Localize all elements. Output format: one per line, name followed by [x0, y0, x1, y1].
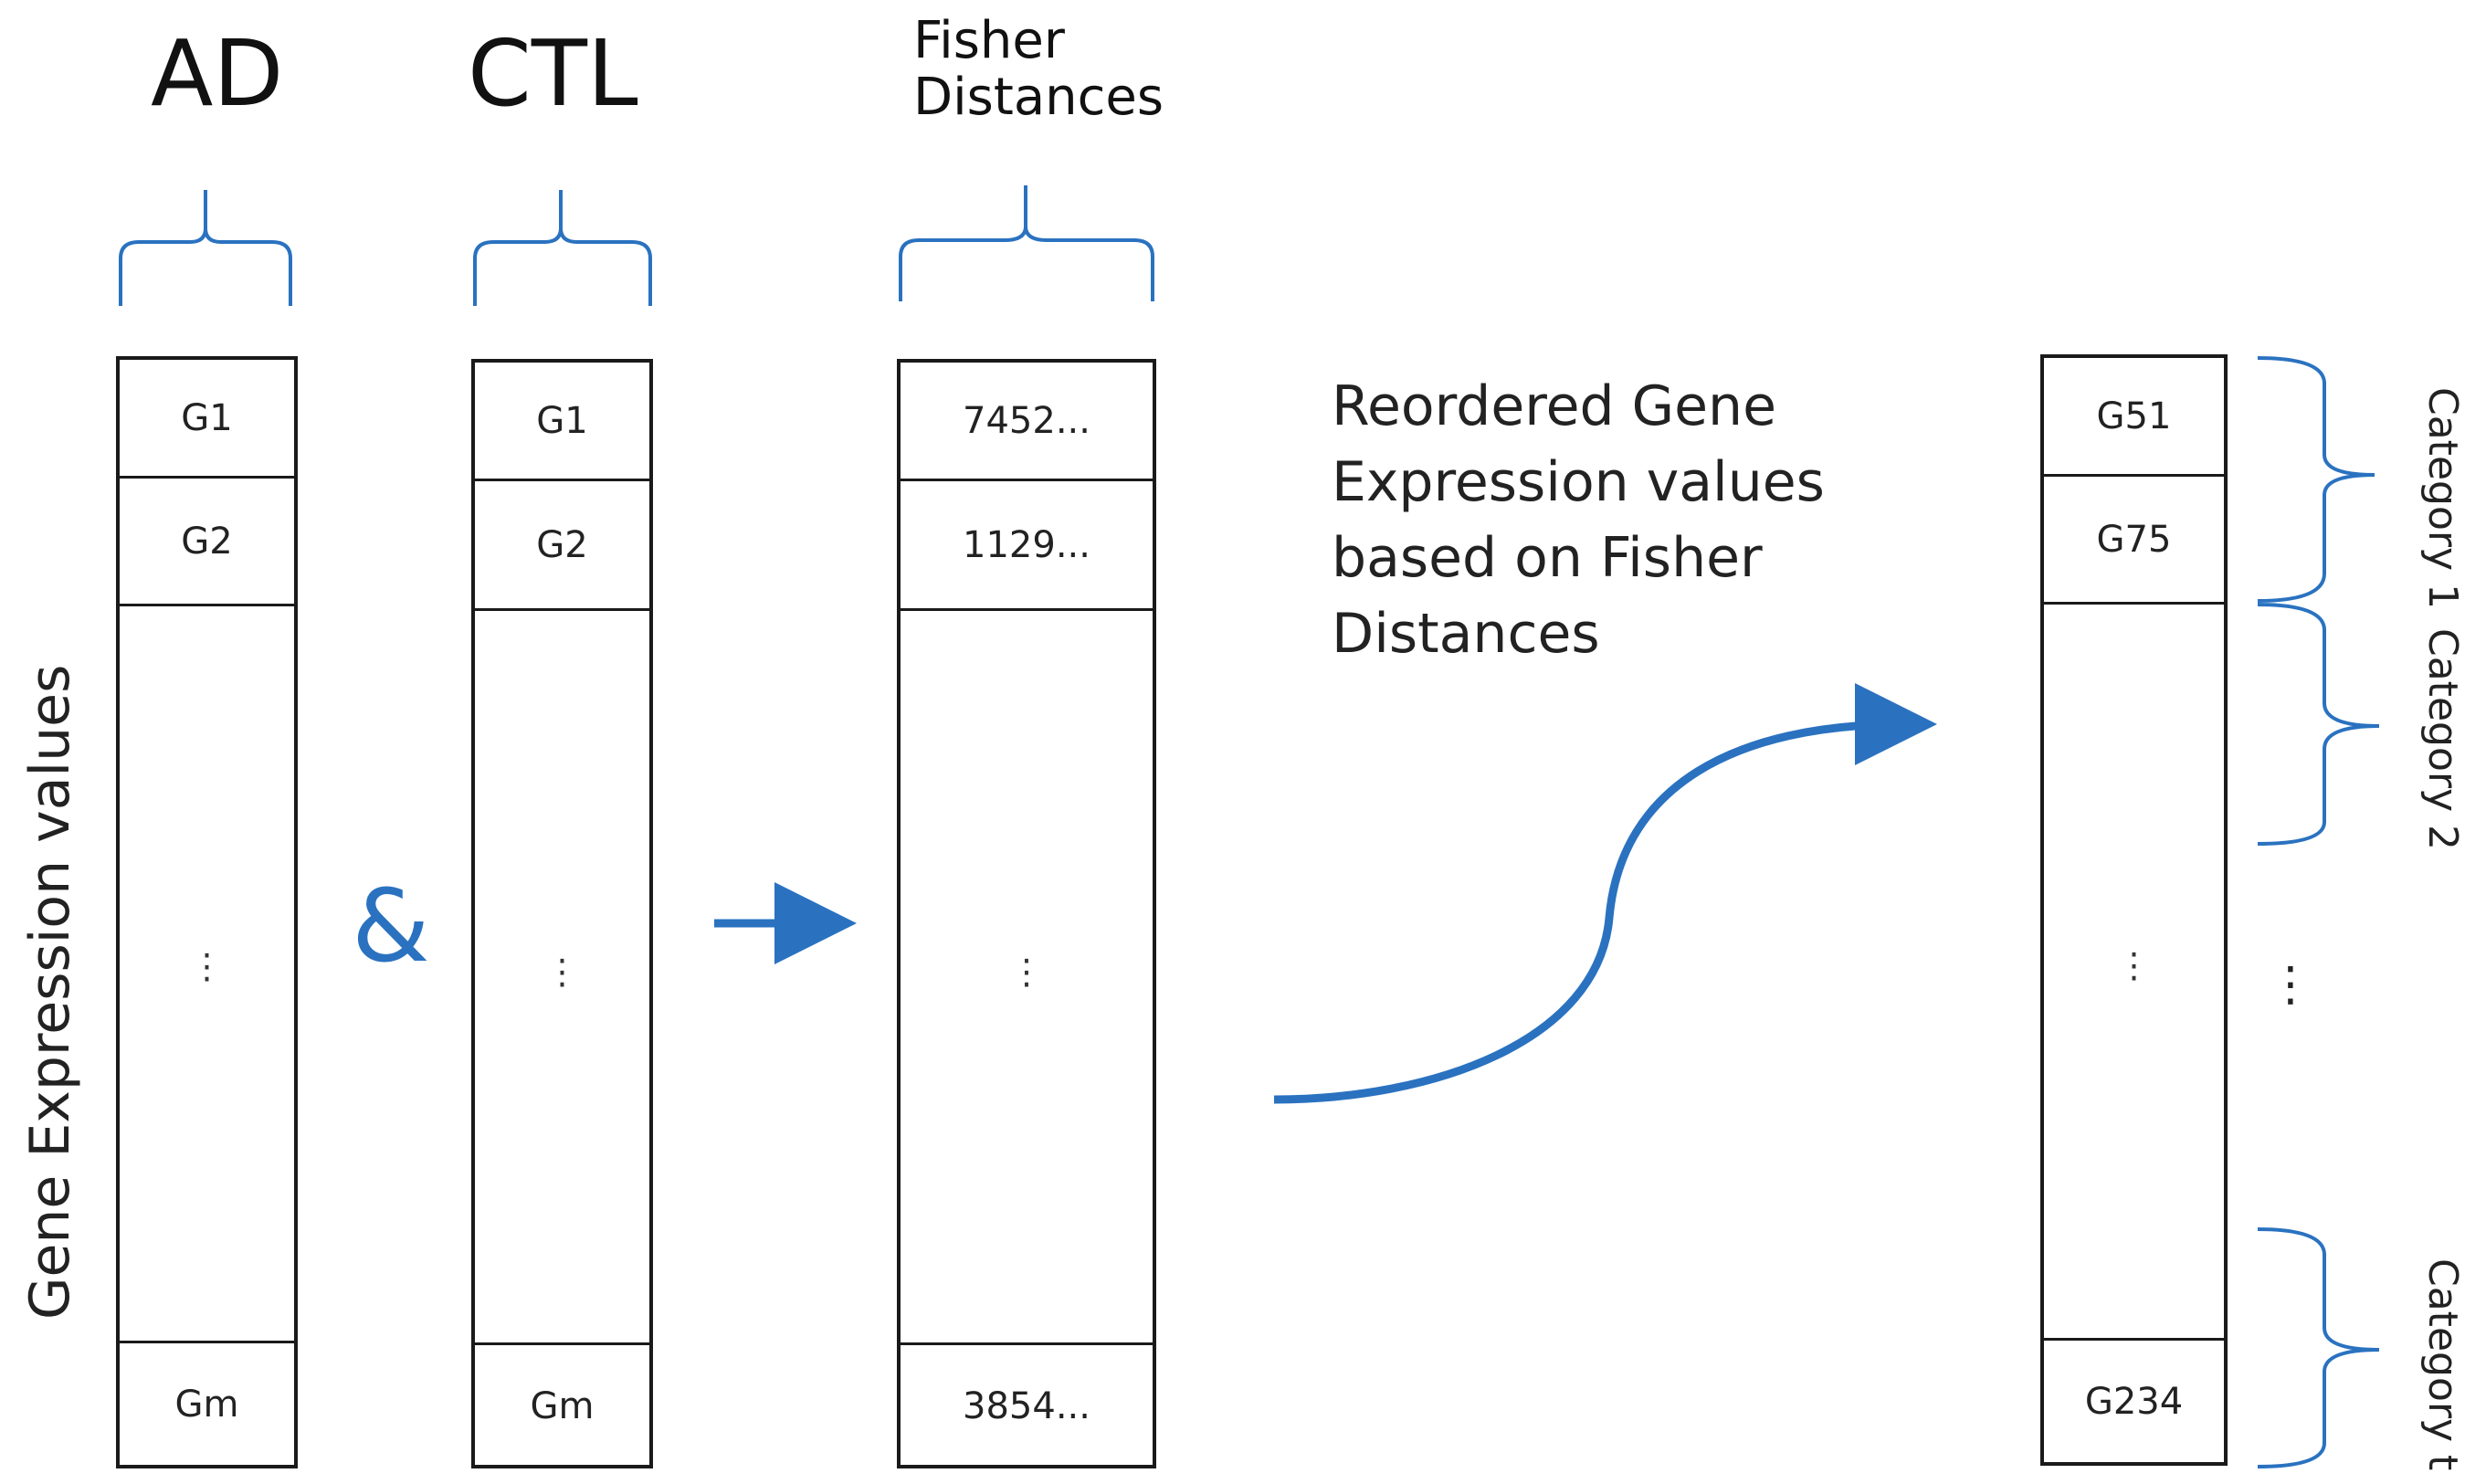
ad-row-2: G2	[120, 479, 294, 606]
ad-column: G1 G2 ⋮ Gm	[116, 356, 298, 1468]
reordered-note-line2: Expression values	[1332, 450, 1825, 514]
fisher-row-2: 1129...	[901, 481, 1153, 611]
brace-category-t	[2257, 1227, 2380, 1468]
arrow-reorder	[1273, 683, 1937, 1104]
brace-fisher	[899, 185, 1154, 301]
ad-ellipsis: ⋮	[189, 946, 225, 986]
ampersand: &	[352, 868, 430, 984]
header-fisher-line2: Distances	[913, 68, 1164, 127]
reordered-ellipsis: ⋮	[2116, 945, 2152, 985]
ad-row-1: G1	[120, 360, 294, 479]
brace-ad	[119, 190, 292, 306]
ctl-ellipsis: ⋮	[544, 952, 580, 992]
fisher-row-last: 3854...	[901, 1342, 1153, 1467]
ad-row-last: Gm	[120, 1341, 294, 1465]
reordered-column: G51 G75 ⋮ G234	[2040, 354, 2228, 1466]
brace-category-2	[2257, 603, 2380, 846]
header-fisher-line1: Fisher	[913, 11, 1065, 70]
reordered-note-line1: Reordered Gene	[1332, 374, 1777, 438]
reordered-note-line3: based on Fisher	[1332, 526, 1763, 590]
reordered-note-line4: Distances	[1332, 602, 1600, 666]
reordered-row-1: G51	[2044, 358, 2224, 477]
ctl-row-1: G1	[475, 363, 649, 481]
header-ctl: CTL	[468, 20, 638, 127]
brace-category-1	[2257, 356, 2375, 603]
reordered-row-2: G75	[2044, 477, 2224, 605]
header-ad: AD	[151, 20, 284, 127]
fisher-row-1: 7452...	[901, 363, 1153, 481]
ctl-column: G1 G2 ⋮ Gm	[471, 359, 653, 1468]
fisher-column: 7452... 1129... ⋮ 3854...	[897, 359, 1156, 1468]
ctl-row-2: G2	[475, 481, 649, 611]
reordered-row-last: G234	[2044, 1338, 2224, 1462]
category-between-dots: ⋮	[2267, 957, 2314, 1012]
fisher-ellipsis: ⋮	[1009, 952, 1044, 992]
brace-ctl	[473, 190, 652, 306]
ctl-row-last: Gm	[475, 1342, 649, 1467]
